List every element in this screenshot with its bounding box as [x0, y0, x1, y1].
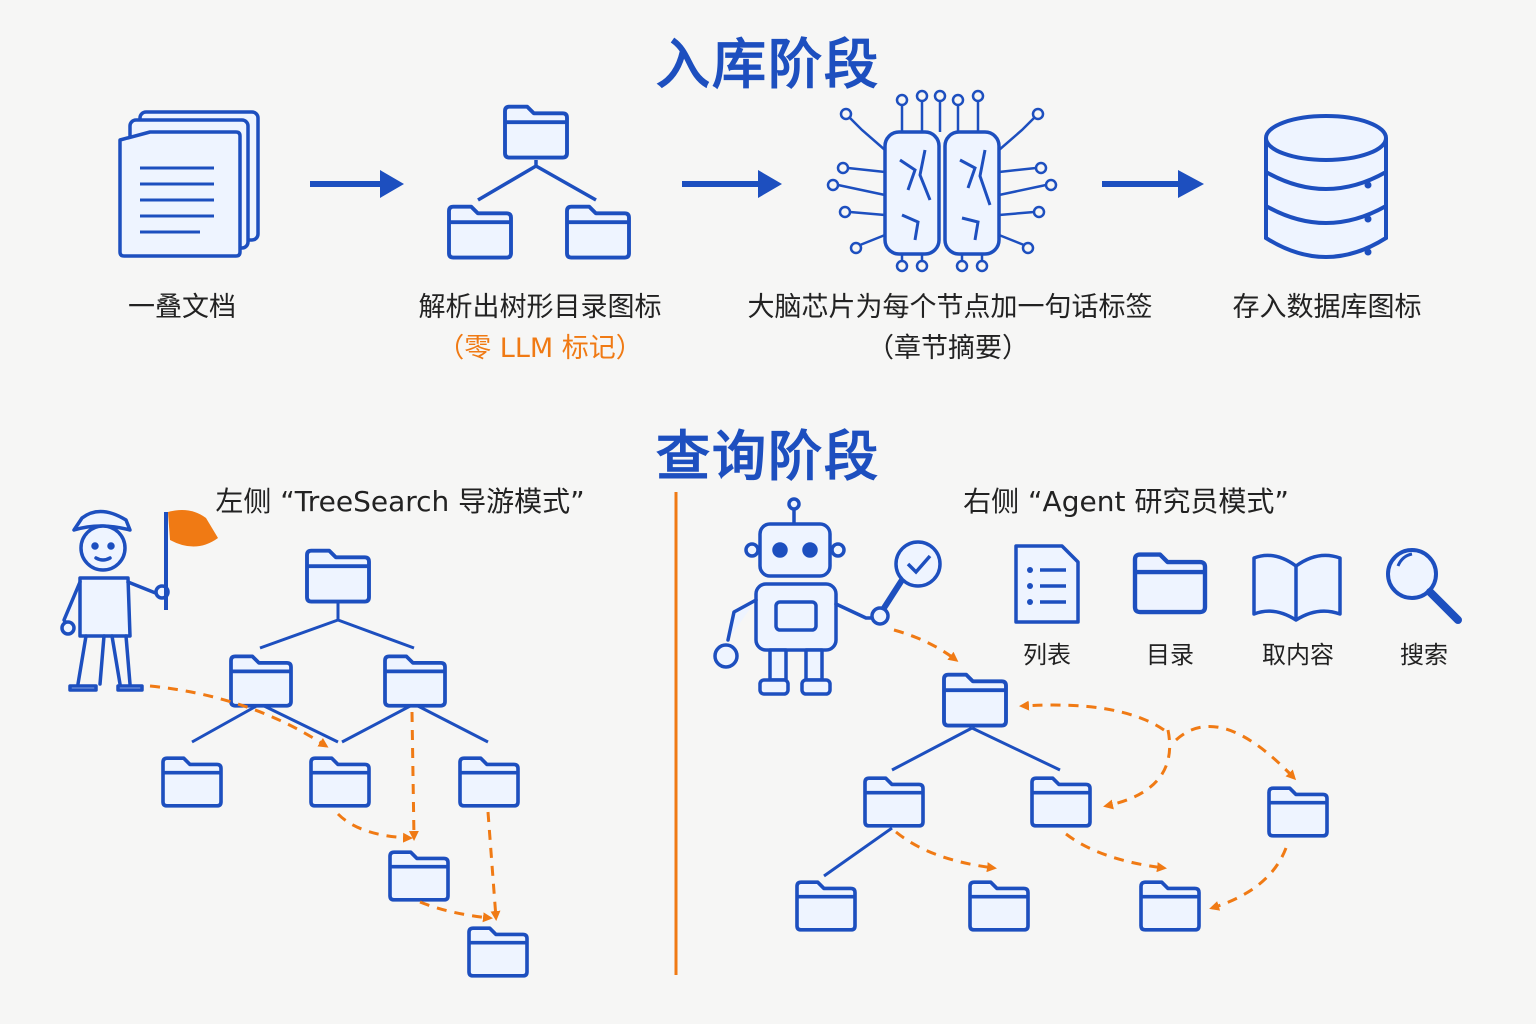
- right-mode-label: 右侧 “Agent 研究员模式”: [963, 485, 1289, 518]
- step-caption-database: 存入数据库图标: [1232, 292, 1422, 323]
- step-caption-documents: 一叠文档: [128, 292, 236, 323]
- orange-flag-icon: [164, 510, 218, 610]
- magnifier-icon: [1386, 548, 1462, 624]
- magnifier-check-icon: [870, 540, 942, 626]
- arrow-3: [1102, 170, 1204, 198]
- ingest-stage-title: 入库阶段: [656, 33, 880, 96]
- step-caption-tree: 解析出树形目录图标: [418, 292, 662, 323]
- folder-icon: [1135, 555, 1205, 613]
- document-stack-icon: [118, 110, 260, 258]
- tool-label-fetch: 取内容: [1262, 641, 1334, 669]
- step-caption-brain: 大脑芯片为每个节点加一句话标签: [747, 292, 1153, 323]
- arrow-1: [310, 170, 404, 198]
- folder-tree-icon: [447, 104, 631, 260]
- tree-search-path: [149, 684, 501, 923]
- arrow-2: [682, 170, 782, 198]
- tool-label-search: 搜索: [1400, 641, 1448, 669]
- database-icon: [1264, 114, 1388, 259]
- left-mode-label: 左侧 “TreeSearch 导游模式”: [215, 485, 585, 518]
- robot-researcher-figure: [713, 497, 878, 696]
- agent-search-paths: [893, 628, 1297, 911]
- query-stage-title: 查询阶段: [656, 425, 880, 488]
- open-book-icon: [1252, 553, 1342, 622]
- step-note-summary: （章节摘要）: [867, 333, 1029, 364]
- brain-chip-icon: [826, 89, 1058, 273]
- tour-guide-figure: [60, 509, 170, 692]
- step-note-zero-llm: （零 LLM 标记）: [437, 333, 643, 364]
- tree-search-folder-tree: [161, 551, 529, 978]
- tool-label-directory: 目录: [1146, 641, 1194, 669]
- tool-label-list: 列表: [1023, 641, 1071, 669]
- list-icon: [1014, 544, 1080, 624]
- agent-folder-tree: [795, 675, 1329, 932]
